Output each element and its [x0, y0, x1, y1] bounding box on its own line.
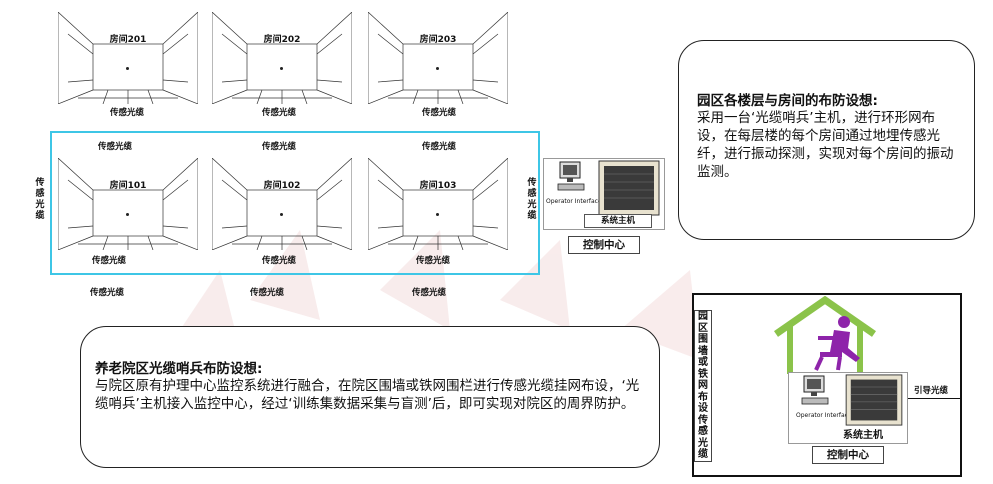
callout-body: 采用一台‘光缆哨兵’主机，进行环形网布设，在每层楼的每个房间通过地埋传感光纤，进… [697, 110, 954, 180]
room-101: 房间101 [58, 158, 198, 250]
room-perspective [212, 158, 352, 250]
room-103: 房间103 [368, 158, 508, 250]
callout-title: 园区各楼层与房间的布防设想: [697, 93, 878, 109]
sensor-dot [280, 67, 283, 70]
room-perspective [58, 12, 198, 104]
floor-1-ring [50, 131, 540, 275]
system-host-icon [598, 160, 660, 216]
control-center-label: 控制中心 [812, 446, 884, 464]
cable-label: 传感光缆 [261, 142, 296, 152]
room-202: 房间202 [212, 12, 352, 104]
operator-interface-label: Operator Interface [546, 198, 602, 205]
cable-label: 传感光缆 [249, 288, 284, 298]
control-center-label: 控制中心 [568, 236, 640, 254]
room-perspective [368, 12, 508, 104]
callout-nursing-home: 养老院区光缆哨兵布防设想: 与院区原有护理中心监控系统进行融合，在院区围墙或铁网… [80, 326, 660, 468]
room-label: 房间203 [419, 35, 457, 45]
room-label: 房间101 [109, 181, 147, 191]
cable-label: 传感光缆 [97, 142, 132, 152]
cable-label: 传感光缆 [89, 288, 124, 298]
computer-icon [801, 375, 829, 405]
cable-label: 传感光缆 [109, 108, 144, 118]
cable-label: 传感光缆 [421, 142, 456, 152]
sensor-dot [126, 67, 129, 70]
cable-label: 传感光缆 [411, 288, 446, 298]
sensor-dot [280, 213, 283, 216]
room-label: 房间103 [419, 181, 457, 191]
room-102: 房间102 [212, 158, 352, 250]
callout-title: 养老院区光缆哨兵布防设想: [95, 361, 263, 377]
system-host-label: 系统主机 [584, 214, 652, 228]
room-203: 房间203 [368, 12, 508, 104]
cable-label: 传感光缆 [415, 256, 450, 266]
room-label: 房间202 [263, 35, 301, 45]
sensor-dot [126, 213, 129, 216]
perimeter-label: 园区围墙或铁网布设传感光缆 [694, 310, 712, 462]
lead-cable-line [908, 398, 962, 399]
computer-icon [557, 161, 585, 191]
elderly-person-icon [814, 316, 860, 371]
sensor-dot [436, 67, 439, 70]
house-icon [774, 296, 876, 374]
cable-label-vertical: 传感光缆 [527, 178, 537, 221]
cable-label: 传感光缆 [91, 256, 126, 266]
lead-cable-label: 引导光缆 [914, 386, 949, 396]
callout-floor-rooms: 园区各楼层与房间的布防设想: 采用一台‘光缆哨兵’主机，进行环形网布设，在每层楼… [678, 40, 975, 240]
room-perspective [58, 158, 198, 250]
room-label: 房间102 [263, 181, 301, 191]
system-host-icon [845, 374, 903, 426]
room-perspective [212, 12, 352, 104]
cable-label: 传感光缆 [261, 108, 296, 118]
room-perspective [368, 158, 508, 250]
perimeter-fence-box [692, 293, 962, 477]
room-201: 房间201 [58, 12, 198, 104]
callout-body: 与院区原有护理中心监控系统进行融合，在院区围墙或铁网围栏进行传感光缆挂网布设，‘… [95, 378, 640, 412]
cable-label: 传感光缆 [421, 108, 456, 118]
cable-label: 传感光缆 [261, 256, 296, 266]
room-label: 房间201 [109, 35, 147, 45]
operator-interface-label: Operator Interface [796, 412, 852, 419]
sensor-dot [436, 213, 439, 216]
system-host-label: 系统主机 [843, 430, 883, 441]
cable-label-vertical: 传感光缆 [35, 178, 45, 221]
